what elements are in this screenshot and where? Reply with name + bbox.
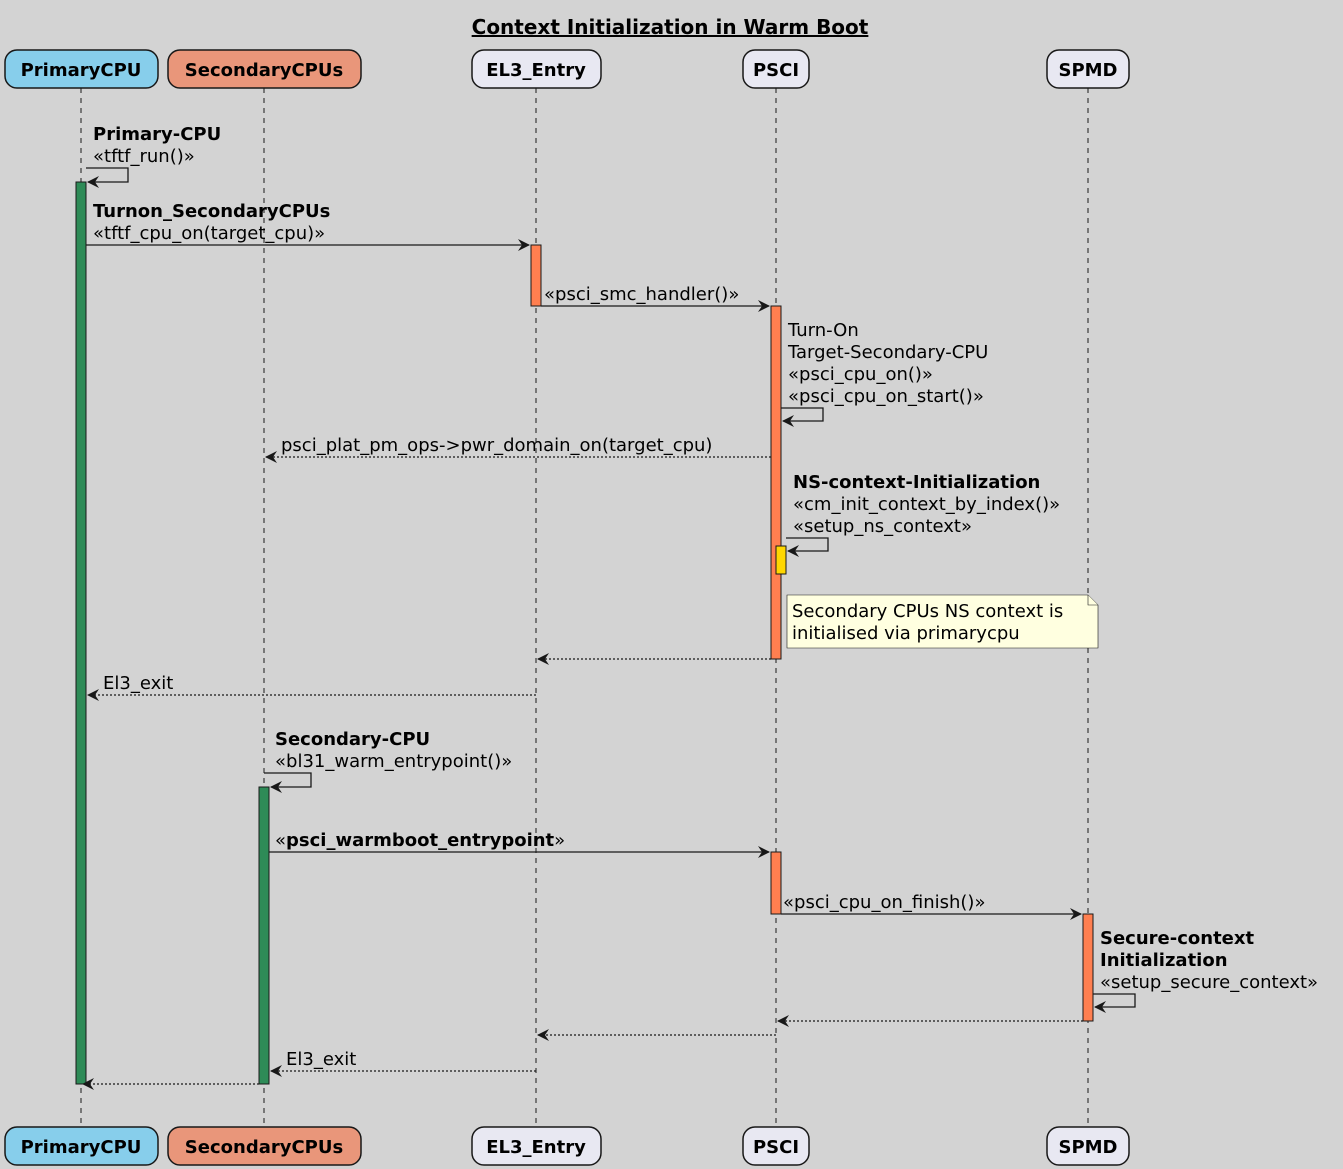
msg1-arrow xyxy=(86,167,129,188)
msg10-label: «psci_warmboot_entrypoint» xyxy=(275,830,565,851)
msg8-label: El3_exit xyxy=(103,673,173,694)
msg15-label: El3_exit xyxy=(286,1049,356,1070)
note-box xyxy=(786,594,1099,649)
msg10-label-prefix: « xyxy=(275,830,286,851)
participant-bottom-primarycpu xyxy=(4,1126,159,1166)
msg2-label-1: Turnon_SecondaryCPUs xyxy=(93,201,330,222)
participant-top-primarycpu xyxy=(4,49,159,89)
msg12-label-2: Initialization xyxy=(1100,950,1228,971)
participants-top xyxy=(4,49,1130,89)
msg4-label-2: Target-Secondary-CPU xyxy=(787,342,988,363)
msg1-label-1: Primary-CPU xyxy=(93,124,221,145)
activation-psci-nested xyxy=(775,545,787,575)
participant-bottom-spmd xyxy=(1046,1126,1130,1166)
participant-top-primarycpu-label: PrimaryCPU xyxy=(21,60,142,81)
msg4-label-1: Turn-On xyxy=(787,320,859,341)
participant-bottom-el3-entry xyxy=(471,1126,602,1166)
participant-bottom-psci-label: PSCI xyxy=(753,1137,799,1158)
msg12-label-1: Secure-context xyxy=(1100,928,1254,949)
msg12-label-3: «setup_secure_context» xyxy=(1100,972,1318,993)
diagram-title: Context Initialization in Warm Boot xyxy=(472,15,869,39)
participants-bottom xyxy=(4,1126,1130,1166)
participant-top-secondarycpus xyxy=(167,49,362,89)
participant-top-secondarycpus-label: SecondaryCPUs xyxy=(185,60,343,81)
note-line-2: initialised via primarycpu xyxy=(792,623,1020,644)
participant-top-spmd-label: SPMD xyxy=(1058,60,1117,81)
participant-top-el3-entry xyxy=(471,49,602,89)
activation-primarycpu xyxy=(75,181,87,1085)
msg5-label: psci_plat_pm_ops->pwr_domain_on(target_c… xyxy=(281,435,712,456)
msg3-label: «psci_smc_handler()» xyxy=(544,284,739,305)
participant-top-spmd xyxy=(1046,49,1130,89)
activation-bars xyxy=(75,181,1094,1085)
message-arrows xyxy=(82,167,1136,1090)
msg4-label-3: «psci_cpu_on()» xyxy=(788,364,933,385)
msg11-label: «psci_cpu_on_finish()» xyxy=(783,892,985,913)
msg12-arrow xyxy=(1093,993,1136,1013)
activation-psci-2 xyxy=(770,851,782,915)
participant-bottom-primarycpu-label: PrimaryCPU xyxy=(21,1137,142,1158)
msg9-label-1: Secondary-CPU xyxy=(275,729,430,750)
participant-bottom-el3-entry-label: EL3_Entry xyxy=(486,1137,586,1158)
participant-bottom-psci xyxy=(742,1126,810,1166)
participant-top-psci xyxy=(742,49,810,89)
note-corner xyxy=(1087,595,1098,606)
participant-top-psci-label: PSCI xyxy=(753,60,799,81)
participant-bottom-spmd-label: SPMD xyxy=(1058,1137,1117,1158)
participant-bottom-secondarycpus xyxy=(167,1126,362,1166)
activation-psci-1 xyxy=(770,305,782,660)
msg4-label-4: «psci_cpu_on_start()» xyxy=(788,386,984,407)
participant-top-el3-entry-label: EL3_Entry xyxy=(486,60,586,81)
activation-el3-entry xyxy=(530,244,542,307)
msg6-label-2: «cm_init_context_by_index()» xyxy=(793,494,1060,515)
activation-spmd xyxy=(1082,913,1094,1022)
msg2-label-2: «tftf_cpu_on(target_cpu)» xyxy=(93,223,325,244)
participant-bottom-secondarycpus-label: SecondaryCPUs xyxy=(185,1137,343,1158)
msg9-label-2: «bl31_warm_entrypoint()» xyxy=(275,751,512,772)
msg1-label-2: «tftf_run()» xyxy=(93,146,195,167)
msg6-arrow xyxy=(786,537,829,557)
msg10-label-suffix: » xyxy=(554,830,565,851)
msg10-label-bold: psci_warmboot_entrypoint xyxy=(286,830,555,851)
note-line-1: Secondary CPUs NS context is xyxy=(792,601,1063,622)
activation-secondarycpus xyxy=(258,786,270,1085)
note: Secondary CPUs NS context is initialised… xyxy=(786,594,1099,649)
msg9-arrow xyxy=(264,772,312,793)
msg6-label-3: «setup_ns_context» xyxy=(793,516,972,537)
msg6-label-1: NS-context-Initialization xyxy=(793,472,1040,493)
msg4-arrow xyxy=(781,407,824,427)
